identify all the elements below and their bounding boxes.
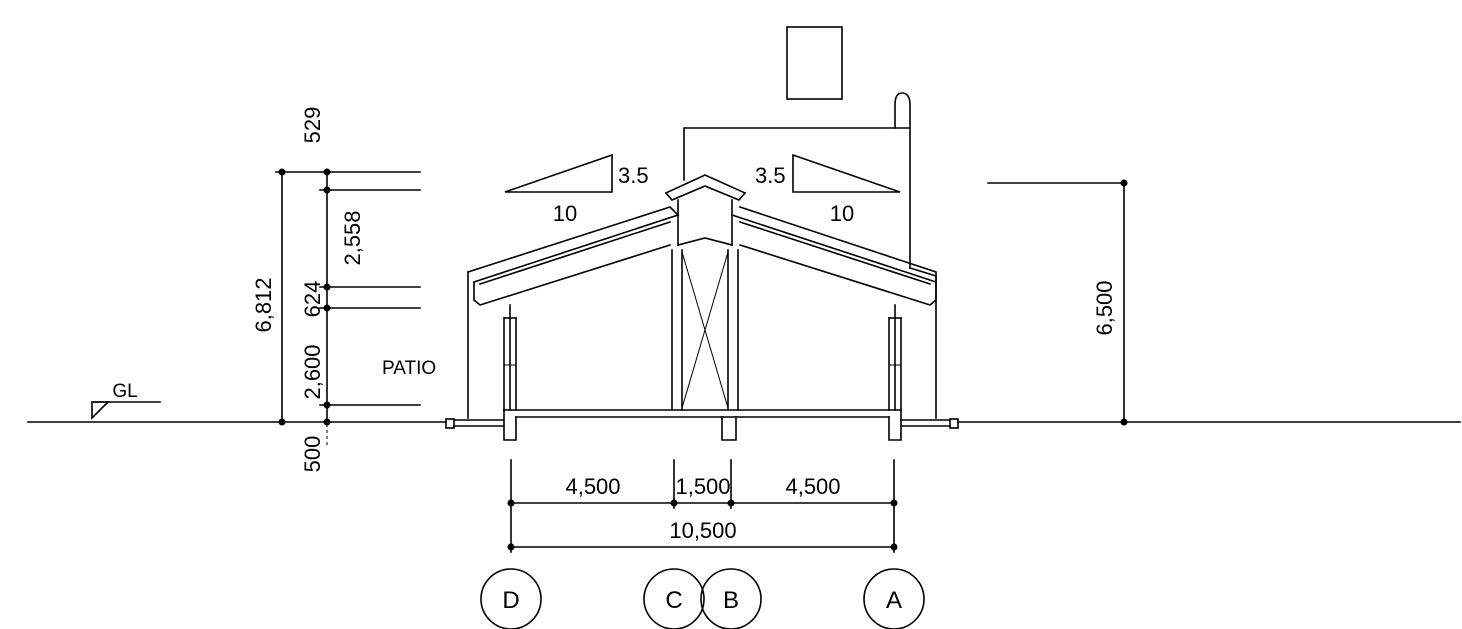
- dim-bay-left: 4,500: [565, 474, 620, 499]
- left-dimension-lines: [275, 168, 421, 448]
- dim-right-height: 6,500: [1092, 280, 1117, 335]
- slope-symbol-left: [504, 153, 613, 193]
- dim-eave-zone: 624: [300, 281, 325, 318]
- slope-right-rise: 3.5: [755, 163, 786, 188]
- dim-overall-width: 10,500: [669, 518, 736, 543]
- grid-bubble-a: A: [863, 568, 925, 629]
- slope-right-run: 10: [830, 201, 854, 226]
- grid-bubble-d: D: [480, 568, 542, 629]
- slope-left-run: 10: [553, 201, 577, 226]
- dim-top-overall: 529: [300, 107, 325, 144]
- patio-label: PATIO: [382, 358, 436, 379]
- upper-volume: [683, 92, 937, 419]
- dim-roof-rise: 2,558: [340, 210, 365, 265]
- central-core: [671, 237, 739, 411]
- grid-label-b: B: [723, 587, 739, 614]
- dim-wall-height: 2,600: [300, 344, 325, 399]
- grid-label-a: A: [886, 587, 902, 614]
- grid-bubble-c: C: [643, 568, 705, 629]
- dim-overall-height: 6,812: [251, 277, 276, 332]
- dim-bay-middle: 1,500: [675, 474, 730, 499]
- chimney: [786, 26, 843, 100]
- dim-foundation: 500: [300, 436, 325, 473]
- horizontal-dimension-lines: [507, 459, 898, 553]
- slope-symbol-right: [792, 153, 901, 193]
- grid-bubble-b: B: [700, 568, 762, 629]
- grid-label-c: C: [665, 587, 682, 614]
- ground-level-marker: [91, 401, 161, 420]
- dim-bay-right: 4,500: [785, 474, 840, 499]
- roof-right: [730, 205, 937, 306]
- right-height-dimension: [987, 179, 1128, 426]
- grid-label-d: D: [502, 587, 519, 614]
- ridge-cap: [664, 174, 747, 246]
- walls-and-floor: [445, 304, 959, 441]
- roof-left: [466, 206, 680, 419]
- ground-level-label: GL: [112, 381, 137, 402]
- slope-left-rise: 3.5: [618, 163, 649, 188]
